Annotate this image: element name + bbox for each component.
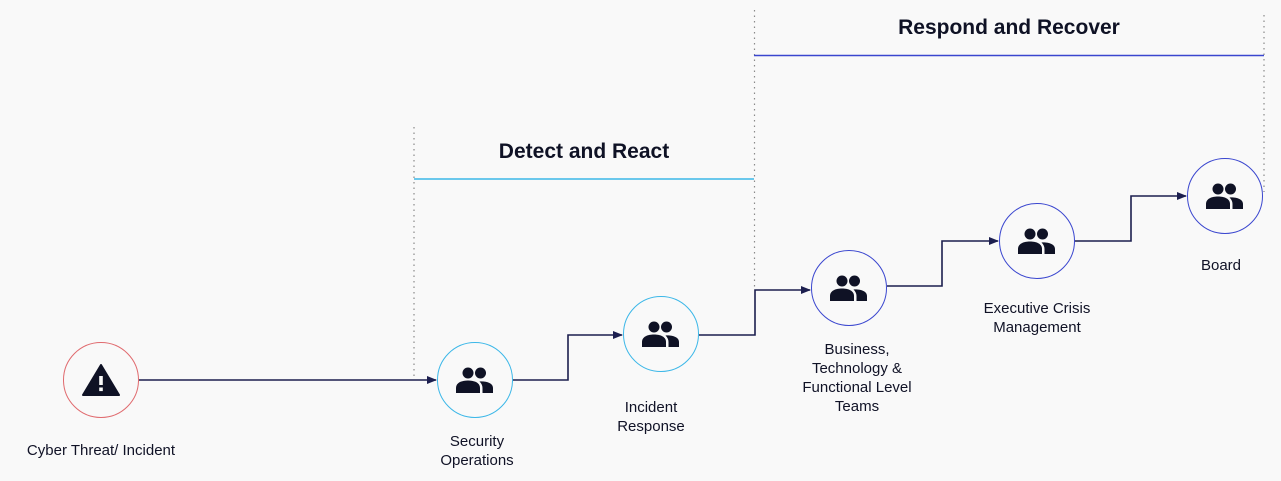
node-label-business-technology-functional-teams: Business, Technology & Functional Level … [802,341,912,415]
warning-icon [81,363,121,397]
connector-exec-to-board [1075,192,1187,242]
connector-business-to-exec [887,237,999,287]
people-icon [1205,182,1245,210]
node-label-board: Board [1200,257,1242,274]
phase-title-detect-and-react: Detect and React [498,140,670,163]
node-label-cyber-threat: Cyber Threat/ Incident [26,442,176,459]
people-icon [641,320,681,348]
node-board[interactable] [1187,158,1263,234]
node-cyber-threat[interactable] [63,342,139,418]
node-label-security-operations: Security Operations [440,433,514,469]
phase-title-respond-and-recover: Respond and Recover [898,16,1120,39]
node-business-technology-functional-teams[interactable] [811,250,887,326]
connector-incident-to-business [699,286,811,336]
node-label-incident-response: Incident Response [617,399,685,435]
node-security-operations[interactable] [437,342,513,418]
people-icon [829,274,869,302]
node-executive-crisis-management[interactable] [999,203,1075,279]
connector-secops-to-incident [513,331,623,381]
people-icon [1017,227,1057,255]
node-incident-response[interactable] [623,296,699,372]
node-label-executive-crisis-management: Executive Crisis Management [983,300,1091,336]
people-icon [455,366,495,394]
